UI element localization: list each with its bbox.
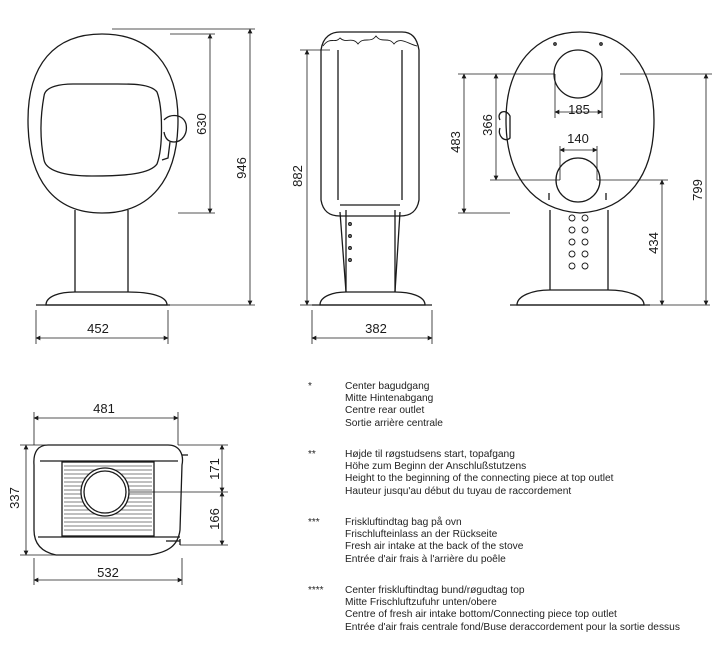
dim-366: 366: [480, 114, 495, 136]
note-1: * Center bagudgang Mitte Hintenabgang Ce…: [308, 381, 718, 449]
dim-171: 171: [207, 458, 222, 480]
dim-882: 882: [290, 165, 305, 187]
note-4-line-en: Centre of fresh air intake bottom/Connec…: [345, 609, 617, 621]
air-intake-holes: [568, 214, 589, 270]
note-3-line-da: Friskluftindtag bag på ovn: [345, 517, 462, 528]
dim-382: 382: [365, 321, 387, 336]
top-stove-body: [33, 444, 188, 556]
note-2-marker: **: [308, 449, 316, 460]
dim-946: 946: [234, 157, 249, 179]
side-stove-body: [312, 31, 432, 306]
note-2-line-da: Højde til røgstudsens start, topafgang: [345, 449, 515, 460]
dim-630: 630: [194, 113, 209, 135]
dim-434: 434: [646, 232, 661, 254]
dim-483: 483: [448, 131, 463, 153]
front-dimension-lines: [35, 28, 255, 344]
note-4: **** Center friskluftindtag bund/røgudta…: [308, 585, 718, 634]
side-view: [300, 31, 433, 344]
note-2: ** Højde til røgstudsens start, topafgan…: [308, 449, 718, 517]
top-view: [20, 412, 228, 585]
note-4-marker: ****: [308, 585, 324, 596]
side-dimension-lines: [300, 49, 433, 344]
note-3-line-en: Fresh air intake at the back of the stov…: [345, 541, 524, 553]
dim-166: 166: [207, 508, 222, 530]
dim-185: 185: [568, 102, 590, 117]
dim-337: 337: [7, 487, 22, 509]
note-1-line-fr: Sortie arrière centrale: [345, 417, 443, 429]
note-4-line-da: Center friskluftindtag bund/røgudtag top: [345, 585, 525, 596]
front-stove-body: [27, 33, 188, 306]
top-dimension-lines: [20, 412, 228, 585]
note-3: *** Friskluftindtag bag på ovn Frischluf…: [308, 517, 718, 585]
note-1-line-de: Mitte Hintenabgang: [345, 393, 434, 405]
note-3-line-de: Frischlufteinlass an der Rückseite: [345, 529, 498, 541]
front-view: [27, 28, 255, 344]
note-4-line-de: Mitte Frischluftzufuhr unten/obere: [345, 597, 497, 609]
note-1-line-da: Center bagudgang: [345, 381, 430, 392]
dim-481: 481: [93, 401, 115, 416]
note-3-line-fr: Entrée d'air frais à l'arrière du poêle: [345, 553, 506, 565]
dim-532: 532: [97, 565, 119, 580]
dim-799: 799: [690, 179, 705, 201]
rear-dimension-lines: [458, 73, 712, 306]
note-2-line-de: Höhe zum Beginn der Anschlußstutzens: [345, 461, 527, 473]
note-2-line-fr: Hauteur jusqu'au début du tuyau de racco…: [345, 485, 572, 497]
dim-140: 140: [567, 131, 589, 146]
note-4-line-fr: Entrée d'air frais centrale fond/Buse de…: [345, 621, 680, 633]
note-1-marker: *: [308, 381, 312, 392]
note-3-marker: ***: [308, 517, 320, 528]
note-1-line-en: Centre rear outlet: [345, 405, 425, 417]
dim-452: 452: [87, 321, 109, 336]
legend-notes: * Center bagudgang Mitte Hintenabgang Ce…: [308, 381, 718, 634]
note-2-line-en: Height to the beginning of the connectin…: [345, 473, 614, 485]
rear-stove-body: [498, 31, 655, 306]
rear-view: [458, 31, 712, 306]
